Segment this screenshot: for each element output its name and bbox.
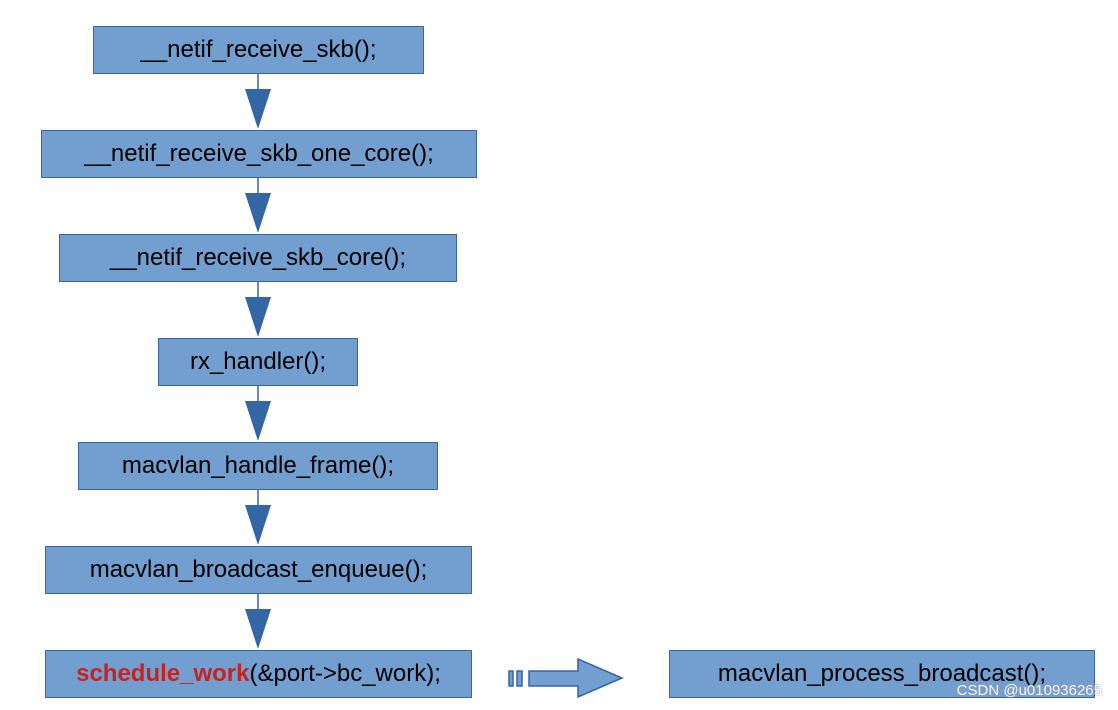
node-rx-handler: rx_handler(); bbox=[158, 338, 358, 386]
node-label: macvlan_process_broadcast(); bbox=[717, 660, 1047, 687]
arrow-4-to-5 bbox=[245, 385, 271, 441]
arrow-2-to-3 bbox=[245, 177, 271, 233]
watermark: CSDN @u010936265 bbox=[956, 682, 1102, 699]
arrow-3-to-4 bbox=[245, 281, 271, 337]
arrow-1-to-2 bbox=[245, 73, 271, 129]
arrow-7-to-8 bbox=[508, 657, 624, 699]
node-macvlan-broadcast-enqueue: macvlan_broadcast_enqueue(); bbox=[45, 546, 472, 594]
node-label: __netif_receive_skb_core(); bbox=[109, 244, 407, 271]
arrow-5-to-6 bbox=[245, 489, 271, 545]
node-label: __netif_receive_skb(); bbox=[140, 36, 377, 63]
arrow-6-to-7 bbox=[245, 593, 271, 649]
node-schedule-work: schedule_work(&port->bc_work); bbox=[45, 650, 472, 698]
node-macvlan-process-broadcast: macvlan_process_broadcast(); bbox=[669, 650, 1095, 698]
node-label: macvlan_broadcast_enqueue(); bbox=[89, 556, 428, 583]
node-netif-receive-skb: __netif_receive_skb(); bbox=[93, 26, 424, 74]
node-label: macvlan_handle_frame(); bbox=[121, 452, 395, 479]
node-netif-receive-skb-one-core: __netif_receive_skb_one_core(); bbox=[41, 130, 477, 178]
node-label: rx_handler(); bbox=[189, 348, 327, 375]
node-label: __netif_receive_skb_one_core(); bbox=[84, 140, 434, 167]
node-label-highlight: schedule_work bbox=[76, 660, 250, 687]
node-netif-receive-skb-core: __netif_receive_skb_core(); bbox=[59, 234, 457, 282]
node-label: (&port->bc_work); bbox=[249, 660, 441, 687]
node-macvlan-handle-frame: macvlan_handle_frame(); bbox=[78, 442, 438, 490]
